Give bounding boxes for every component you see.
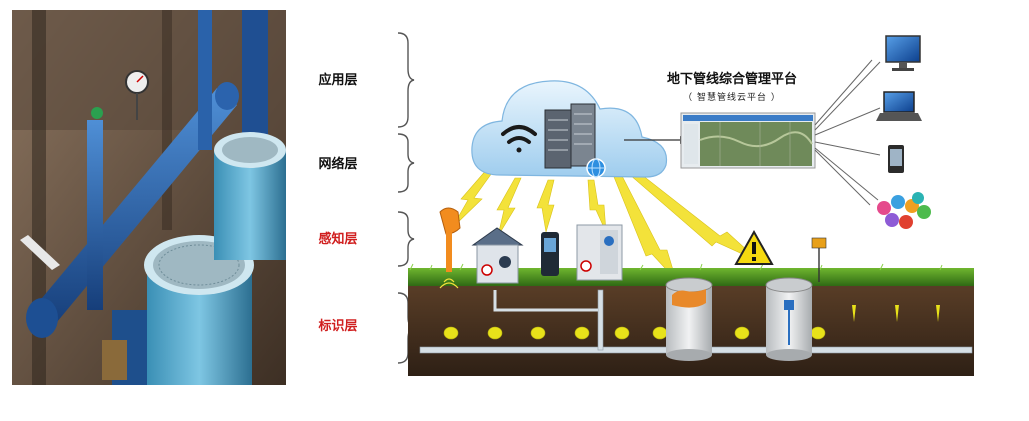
warning-icon [734, 229, 774, 265]
pump-room-illustration [12, 10, 286, 385]
rfid-marker [614, 326, 630, 340]
sign-post [811, 237, 827, 282]
layer-label-application: 应用层 [318, 73, 358, 88]
rfid-marker [443, 326, 459, 340]
manhole-icon [665, 277, 713, 361]
pump-room-photo [12, 10, 286, 385]
phone-icon [888, 145, 904, 173]
layer-label-identification: 标识层 [318, 319, 358, 334]
laptop-icon [876, 91, 922, 121]
platform-title: 地下管线综合管理平台 [666, 72, 797, 87]
lightning-links [451, 163, 761, 281]
platform-device-links [814, 59, 881, 206]
globe-icon [586, 158, 606, 178]
rfid-marker [574, 326, 590, 340]
sensor-icon [541, 232, 559, 276]
app-icons [877, 192, 931, 229]
server-icon [544, 103, 596, 169]
sensor-icon [439, 207, 461, 289]
marker-stakes [852, 305, 940, 322]
rfid-marker [652, 326, 668, 340]
platform-screen [680, 112, 816, 169]
sensor-icon [576, 224, 623, 281]
monitor-icon [885, 35, 921, 71]
rfid-marker [810, 326, 826, 340]
rfid-marker [487, 326, 503, 340]
rfid-marker [530, 326, 546, 340]
wifi-icon [501, 125, 537, 153]
manhole-icon [765, 277, 813, 361]
platform-subtitle: （ 智慧管线云平台 ） [683, 93, 781, 103]
layer-label-network: 网络层 [318, 157, 358, 172]
rfid-marker [734, 326, 750, 340]
layer-label-perception: 感知层 [318, 232, 358, 247]
sensor-icon [471, 227, 524, 284]
